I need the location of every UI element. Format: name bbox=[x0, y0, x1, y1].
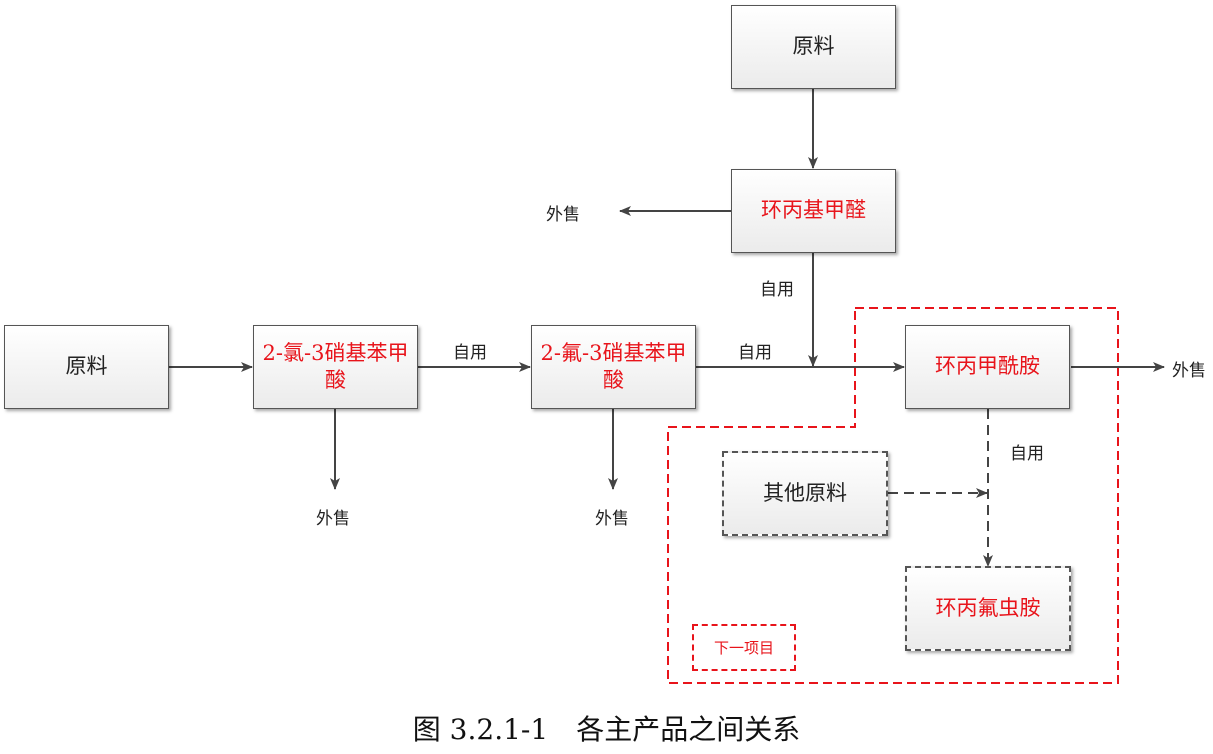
sell-label-aldehyde: 外售 bbox=[546, 205, 580, 225]
self-use-label-amide: 自用 bbox=[1010, 444, 1044, 464]
next-project-label: 下一项目 bbox=[713, 639, 774, 657]
cyclopropyl-aldehyde-box: 环丙基甲醛 bbox=[731, 169, 896, 253]
sell-label-amide: 外售 bbox=[1172, 361, 1206, 381]
next-project-tag: 下一项目 bbox=[692, 624, 796, 671]
chloro-nitrobenzoic-acid-label: 2-氯-3硝基苯甲酸 bbox=[262, 340, 409, 392]
raw-material-top-box: 原料 bbox=[731, 5, 896, 89]
other-raw-material-box: 其他原料 bbox=[722, 451, 888, 536]
figure-caption: 图 3.2.1-1 各主产品之间关系 bbox=[412, 713, 801, 746]
sell-label-chloro: 外售 bbox=[316, 509, 350, 529]
self-use-label-aldehyde: 自用 bbox=[760, 280, 794, 300]
chloro-nitrobenzoic-acid-box: 2-氯-3硝基苯甲酸 bbox=[253, 325, 418, 409]
fluoro-nitrobenzoic-acid-box: 2-氟-3硝基苯甲酸 bbox=[531, 325, 696, 409]
raw-material-left-box: 原料 bbox=[4, 325, 169, 409]
next-project-boundary bbox=[667, 307, 1119, 684]
other-raw-material-label: 其他原料 bbox=[763, 480, 847, 505]
self-use-label-chloro: 自用 bbox=[453, 343, 487, 363]
flufenzine-label: 环丙氟虫胺 bbox=[935, 595, 1041, 620]
raw-material-top-label: 原料 bbox=[792, 34, 835, 59]
sell-label-fluoro: 外售 bbox=[595, 509, 629, 529]
flufenzine-box: 环丙氟虫胺 bbox=[905, 566, 1071, 651]
raw-material-left-label: 原料 bbox=[65, 354, 108, 379]
cyclopropyl-amide-box: 环丙甲酰胺 bbox=[905, 325, 1070, 409]
self-use-label-fluoro: 自用 bbox=[738, 343, 772, 363]
cyclopropyl-amide-label: 环丙甲酰胺 bbox=[935, 354, 1040, 379]
cyclopropyl-aldehyde-label: 环丙基甲醛 bbox=[761, 198, 866, 223]
fluoro-nitrobenzoic-acid-label: 2-氟-3硝基苯甲酸 bbox=[540, 340, 687, 392]
